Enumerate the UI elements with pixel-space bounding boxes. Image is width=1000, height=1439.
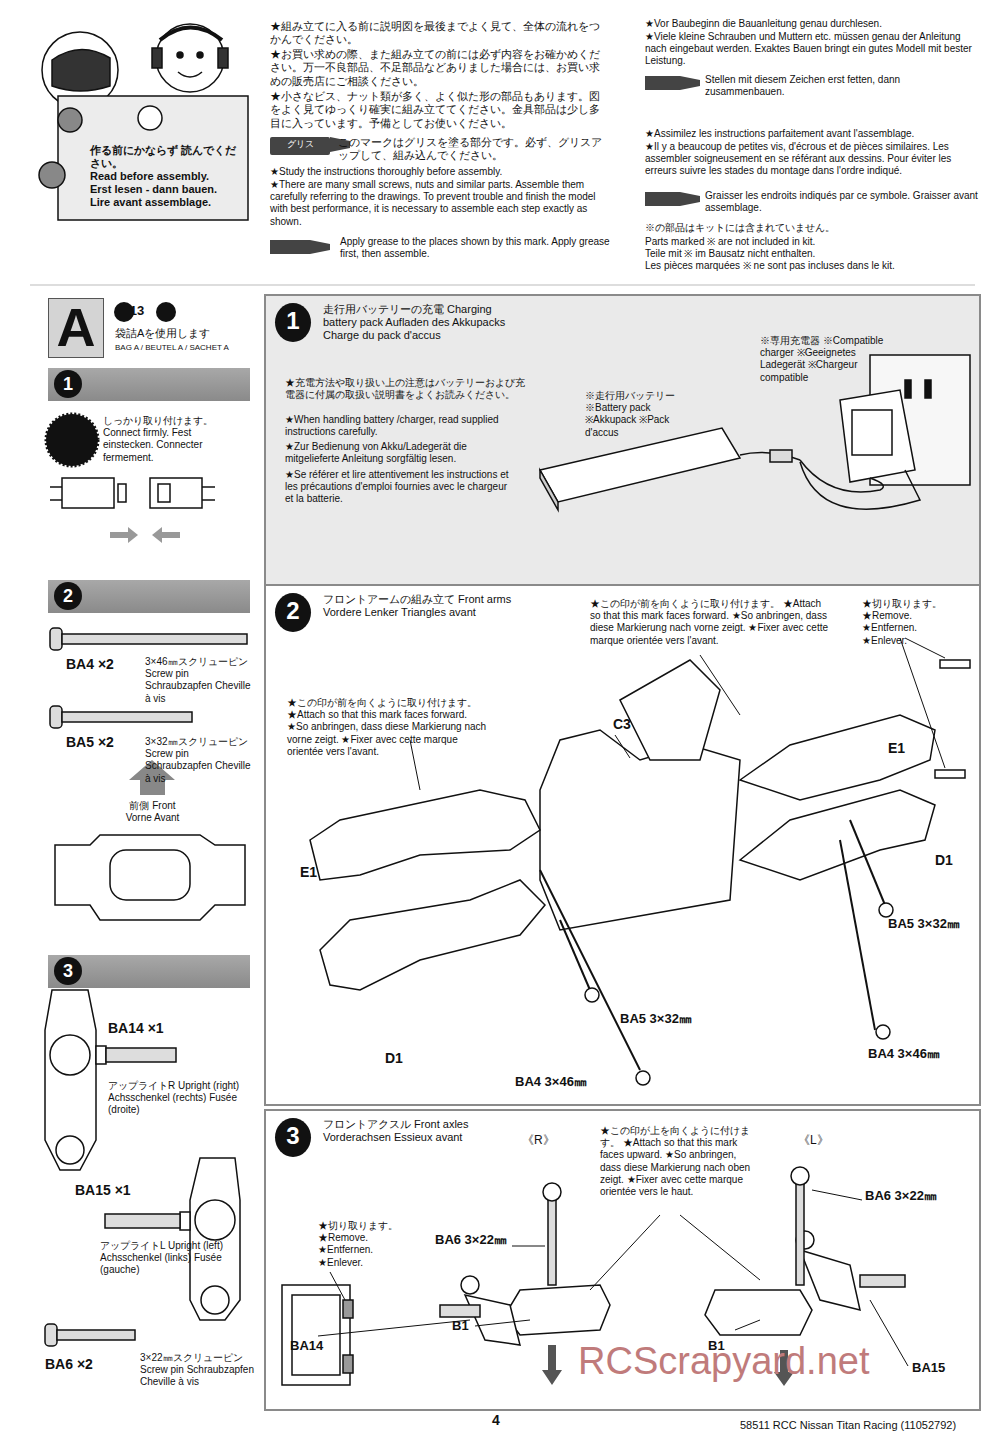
note-text: ★お買い求めの際、また組み立ての前には必ず内容をお確かめください。万一不良部品、…: [270, 48, 610, 88]
note-text: 58511 RCC Nissan Titan Racing (11052792): [740, 1419, 990, 1432]
note-text: ※専用充電器 ※Compatible charger ※Geeignetes L…: [760, 335, 900, 384]
note-text: アップライトR Upright (right) Achsschenkel (re…: [108, 1080, 258, 1117]
note-text: 《R》: [522, 1133, 562, 1148]
step-bar: 1: [48, 368, 250, 401]
callout-number: BA4 3×46㎜: [868, 1046, 958, 1062]
step-heading: フロントアームの組み立て Front arms Vordere Lenker T…: [323, 593, 523, 619]
step-number: 1: [54, 370, 82, 398]
callout-number: BA4 3×46㎜: [515, 1074, 605, 1090]
note-text: ★組み立てに入る前に説明図を最後までよく見て、全体の流れをつかんでください。: [270, 20, 610, 47]
note-text: ★Viele kleine Schrauben und Muttern etc.…: [645, 31, 980, 68]
step-circle: 3: [275, 1118, 311, 1157]
callout-number: BA4 ×2: [66, 656, 141, 673]
note-text: ★この印が上を向くように付けます。 ★Attach so that this m…: [600, 1125, 760, 1198]
sign-board: 作る前にかならず 読んでください。Read before assembly.Er…: [62, 140, 244, 216]
step-number: 1: [275, 303, 311, 339]
sign-text: Read before assembly.: [90, 170, 238, 183]
step-heading: フロントアクスル Front axles Vorderachsen Essieu…: [323, 1118, 523, 1144]
note-text: ★There are many small screws, nuts and s…: [270, 179, 610, 228]
note-text: Parts marked ※ are not included in kit.: [645, 236, 980, 248]
callout-number: BA14 ×1: [108, 1020, 198, 1037]
callout-number: BA5 ×2: [66, 734, 141, 751]
step-panel: フロントアームの組み立て Front arms Vordere Lenker T…: [265, 585, 980, 1105]
callout-number: BA6 3×22㎜: [435, 1232, 525, 1248]
note-text: 3×22㎜スクリューピン Screw pin Schraubzapfen Che…: [140, 1352, 255, 1389]
sign-text: Lire avant assemblage.: [90, 196, 238, 209]
note-text: ※の部品はキットには含まれていません。: [645, 222, 980, 234]
note-text: ★Se référer et lire attentivement les in…: [285, 469, 515, 506]
note-text: Stellen mit diesem Zeichen erst fetten, …: [705, 74, 980, 98]
callout-number: 4: [492, 1412, 512, 1429]
note-text: Les pièces marquées ※ ne sont pas inclus…: [645, 260, 980, 272]
watermark: RCScrapyard.net: [578, 1338, 978, 1384]
note-text: しっかり取り付けます。 Connect firmly. Fest einstec…: [103, 415, 243, 464]
step-number: 2: [275, 593, 311, 629]
callout-number: BA6 3×22㎜: [865, 1188, 955, 1204]
step-heading: 走行用バッテリーの充電 Charging battery pack Auflad…: [323, 303, 523, 342]
grease-label: グリス: [270, 137, 330, 152]
step-number: 3: [275, 1118, 311, 1154]
step-bar: 2: [48, 580, 250, 613]
note-text: アップライトL Upright (left) Achsschenkel (lin…: [100, 1240, 250, 1277]
step-circle: 1: [275, 303, 311, 342]
callout-number: BA5 3×32㎜: [620, 1011, 710, 1027]
sign-text: Erst lesen - dann bauen.: [90, 183, 238, 196]
callout-number: E1: [888, 740, 928, 757]
sign-text: 作る前にかならず 読んでください。: [90, 144, 238, 170]
step-bar: 3: [48, 955, 250, 988]
callout-number: E1: [300, 864, 340, 881]
note-text: ★When handling battery /charger, read su…: [285, 414, 515, 438]
note-text: ★Zur Bedienung von Akku/Ladegerät die mi…: [285, 441, 515, 465]
note-text: Apply grease to the places shown by this…: [340, 236, 610, 260]
note-text: 袋詰Aを使用します: [115, 327, 255, 340]
callout-number: 1~13: [115, 303, 205, 319]
callout-number: C3: [613, 716, 653, 733]
callout-number: BA14: [290, 1338, 340, 1354]
note-text: ★切り取ります。 ★Remove. ★Entfernen. ★Enlever.: [318, 1220, 403, 1269]
note-text: Graisser les endroits indiqués par ce sy…: [705, 190, 980, 214]
note-text: 前側 Front Vorne Avant: [125, 800, 180, 824]
callout-number: D1: [935, 852, 975, 869]
callout-number: BA15 ×1: [75, 1182, 165, 1199]
callout-number: BA5 3×32㎜: [888, 916, 978, 932]
step-circle: 2: [275, 593, 311, 632]
note-text: ※走行用バッテリー ※Battery pack ※Akkupack ※Pack …: [585, 390, 695, 439]
note-text: 《L》: [798, 1133, 838, 1148]
note-text: ★Il y a beaucoup de petites vis, d'écrou…: [645, 141, 980, 178]
grease-icon: グリス: [270, 137, 330, 155]
note-text: BAG A / BEUTEL A / SACHET A: [115, 343, 265, 353]
step-number: 2: [54, 582, 82, 610]
note-text: このマークはグリスを塗る部分です。必ず、グリスアップして、組み込んでください。: [338, 136, 610, 163]
callout-number: BA15: [912, 1360, 967, 1376]
note-text: ★切り取ります。 ★Remove. ★Entfernen. ★Enlever.: [862, 598, 952, 647]
note-text: 3×32㎜スクリューピン Screw pin Schraubzapfen Che…: [145, 736, 255, 785]
note-text: ★この印が前を向くように取り付けます。 ★Attach so that this…: [590, 598, 830, 647]
step-number: 3: [54, 957, 82, 985]
note-text: ★Study the instructions thoroughly befor…: [270, 166, 610, 178]
section-box: A: [48, 298, 104, 358]
note-text: ★小さなビス、ナット類が多く、よく似た形の部品もあります。図をよく見てゆっくり確…: [270, 90, 610, 130]
note-text: 3×46㎜スクリューピン Screw pin Schraubzapfen Che…: [145, 656, 255, 705]
note-text: ★Vor Baubeginn die Bauanleitung genau du…: [645, 18, 980, 30]
note-text: ★Assimilez les instructions parfaitement…: [645, 128, 980, 140]
callout-number: BA6 ×2: [45, 1356, 130, 1373]
note-text: ★この印が前を向くように取り付けます。 ★Attach so that this…: [287, 697, 487, 758]
note-text: Teile mit ※ im Bausatz nicht enthalten.: [645, 248, 980, 260]
section-letter: A: [49, 299, 103, 355]
callout-number: B1: [452, 1318, 482, 1334]
note-text: ★充電方法や取り扱い上の注意はバッテリーおよび充電器に付属の取扱い説明書をよくお…: [285, 377, 525, 401]
callout-number: D1: [385, 1050, 425, 1067]
